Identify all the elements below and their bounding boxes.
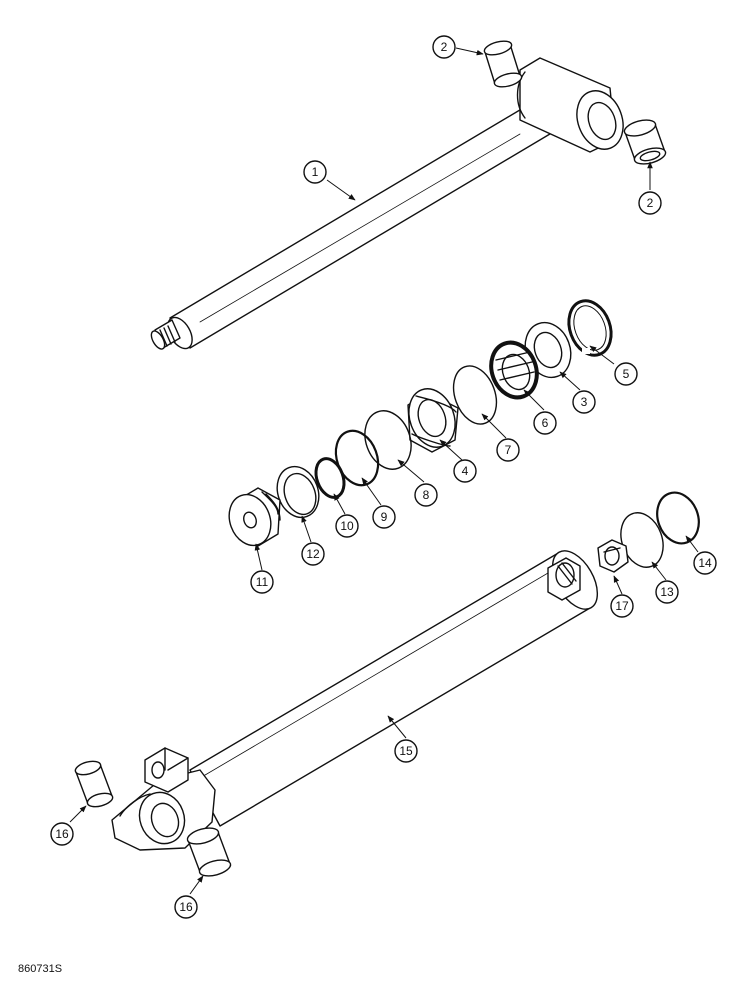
svg-text:12: 12 xyxy=(306,547,320,561)
svg-text:2: 2 xyxy=(647,196,654,210)
o-ring-part-9 xyxy=(334,429,380,487)
o-ring-part-7 xyxy=(452,365,498,425)
callout-13: 13 xyxy=(655,580,679,604)
svg-text:13: 13 xyxy=(660,585,674,599)
svg-text:8: 8 xyxy=(423,488,430,502)
callout-7: 7 xyxy=(496,438,520,462)
callout-6: 6 xyxy=(533,411,557,435)
svg-text:9: 9 xyxy=(381,510,388,524)
callout-10: 10 xyxy=(335,514,359,538)
nut-part-17 xyxy=(597,539,629,573)
piston-rod-part-1 xyxy=(150,57,624,350)
callout-5: 5 xyxy=(614,362,638,386)
callout-15: 15 xyxy=(394,739,418,763)
piston-part-11 xyxy=(228,487,281,547)
gland-part-4 xyxy=(407,388,459,453)
callout-1: 1 xyxy=(303,160,327,184)
svg-text:11: 11 xyxy=(256,575,269,589)
svg-text:7: 7 xyxy=(505,443,512,457)
svg-text:10: 10 xyxy=(340,519,354,533)
callout-8: 8 xyxy=(414,483,438,507)
svg-text:1: 1 xyxy=(312,165,319,179)
svg-text:5: 5 xyxy=(623,367,630,381)
svg-text:4: 4 xyxy=(462,464,469,478)
leader-lines xyxy=(69,47,699,895)
svg-text:2: 2 xyxy=(441,40,448,54)
retaining-ring-part-5 xyxy=(567,299,613,357)
barrel-part-15 xyxy=(111,550,599,851)
callout-16-right: 16 xyxy=(174,895,198,919)
svg-text:17: 17 xyxy=(615,599,629,613)
callout-16-left: 16 xyxy=(50,822,74,846)
callout-12: 12 xyxy=(301,542,325,566)
svg-text:16: 16 xyxy=(179,900,193,914)
svg-text:16: 16 xyxy=(55,827,69,841)
bushing-part-2-upper xyxy=(483,40,523,88)
callout-11: 11 xyxy=(250,570,274,594)
figure-reference-number: 860731S xyxy=(18,963,62,975)
bushing-part-2-lower xyxy=(623,119,667,165)
callout-4: 4 xyxy=(453,459,477,483)
callout-14: 14 xyxy=(693,551,717,575)
callout-3: 3 xyxy=(572,390,596,414)
bushing-part-16-left xyxy=(74,760,114,808)
callout-2-lower: 2 xyxy=(638,191,662,215)
svg-text:6: 6 xyxy=(542,416,549,430)
callout-2-upper: 2 xyxy=(432,35,456,59)
o-ring-part-14 xyxy=(656,491,700,545)
callout-17: 17 xyxy=(610,594,634,618)
backup-ring-part-8 xyxy=(364,410,412,470)
callout-9: 9 xyxy=(372,505,396,529)
svg-text:15: 15 xyxy=(399,744,413,758)
bushing-part-16-right xyxy=(186,827,232,877)
svg-text:3: 3 xyxy=(581,395,588,409)
svg-text:14: 14 xyxy=(698,556,712,570)
